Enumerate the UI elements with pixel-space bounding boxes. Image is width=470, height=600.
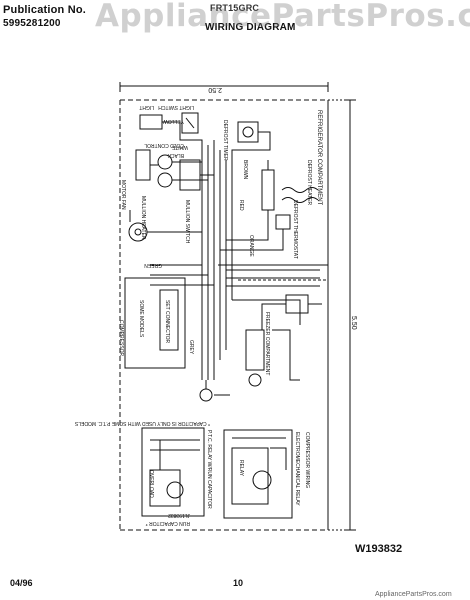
diagram-title: WIRING DIAGRAM — [205, 22, 296, 33]
electromechanical-relay-box — [223, 429, 293, 519]
height-mark: 5.50 — [350, 316, 357, 330]
publication-label: Publication No. — [3, 4, 87, 16]
relay-label: RELAY — [238, 460, 244, 477]
electromechanical-relay-label: ELECTROMECHANICAL RELAY — [294, 432, 300, 506]
wire-label-green: GREEN — [144, 262, 162, 268]
compressor-wiring-label: COMPRESSOR WIRING — [304, 432, 310, 488]
wire-label-black: BLACK — [167, 152, 184, 158]
ptc-relay-box — [141, 427, 205, 517]
ptc-relay-label: P.T.C. RELAY W/RUN CAPACITOR — [206, 430, 212, 509]
wire-label-orange: ORANGE — [248, 235, 254, 257]
light-assembly — [139, 112, 203, 145]
diagram-code: W193832 — [355, 543, 403, 555]
defrost-timer-label: DEFROST TIMER — [222, 120, 228, 161]
mullion-switch-label: MULLION SWITCH — [184, 200, 190, 244]
cold-control-label: COLD CONTROL — [144, 142, 184, 148]
defrost-heater-label: DEFROST HEATER — [306, 160, 312, 205]
overload-label: OVERLOAD — [148, 470, 154, 498]
mullion-heater-label: MULLION HEATER — [140, 196, 146, 240]
wire-label-brown: BROWN — [242, 160, 248, 180]
set-connector — [124, 277, 186, 369]
mullion-components — [135, 149, 214, 191]
wire-label-red: RED — [238, 200, 244, 211]
watermark: AppliancePartsPros.com — [95, 0, 470, 34]
light-label: LIGHT — [139, 104, 154, 110]
wire-label-grey: GREY — [188, 340, 194, 355]
refrigerator-compartment-label: REFRIGERATOR COMPARTMENT — [316, 110, 322, 206]
dimension-lines — [119, 82, 356, 531]
set-connector-label: SET CONNECTOR — [164, 300, 170, 344]
capacitor-note: * CAPACITOR IS ONLY USED WITH SOME P.T.C… — [74, 420, 210, 426]
page-number: 10 — [233, 578, 244, 588]
publication-date: 04/96 — [10, 578, 33, 588]
defrost-thermostat-label: DEFROST THERMOSTAT — [292, 200, 298, 259]
run-capacitor-label: RUN CAPACITOR * — [146, 520, 190, 526]
freezer-compartment-label: FREEZER COMPARTMENT — [264, 312, 270, 375]
publication-number: 5995281200 — [3, 18, 61, 29]
wire-label-yellow: YELLOW — [163, 118, 184, 124]
width-mark: 2.50 — [208, 86, 222, 93]
main-harness — [150, 140, 320, 380]
fan-motor — [128, 210, 202, 242]
freezer-components — [199, 294, 322, 402]
defrost-timer — [220, 121, 319, 251]
light-switch-label: LIGHT SWITCH — [158, 104, 194, 110]
some-models-label: SOME MODELS — [138, 300, 144, 338]
fan-motor-label: MOTOR FAN — [120, 180, 126, 210]
model-number: FRT15GRC — [210, 3, 260, 13]
compressor-label: COMPRESSOR — [118, 320, 124, 357]
part-ref-label: JL193832 — [168, 512, 190, 518]
wire-label-white: WHITE — [171, 144, 188, 150]
footer-watermark: AppliancePartsPros.com — [375, 591, 452, 598]
